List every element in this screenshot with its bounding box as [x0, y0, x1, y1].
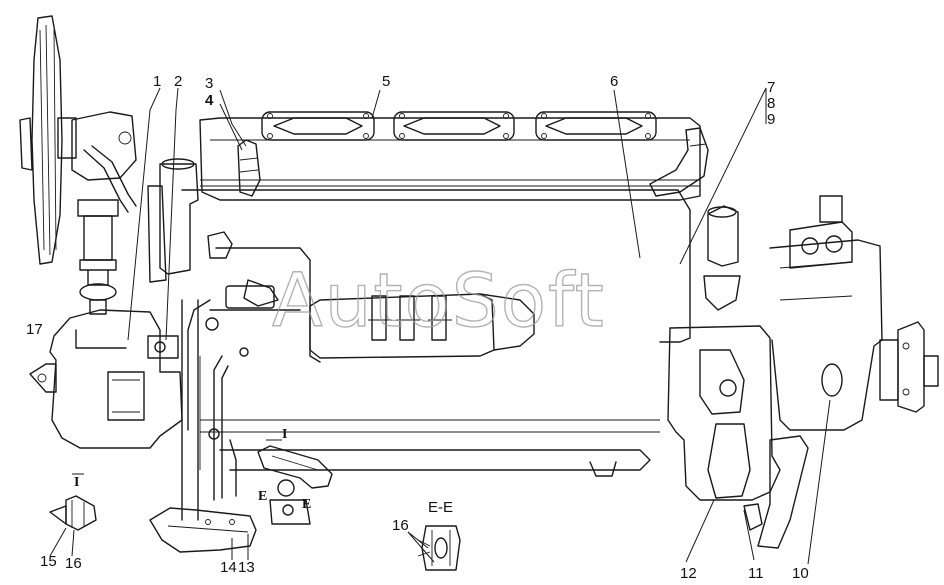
section-ee-title: E-E [428, 499, 453, 516]
callout-7: 7 [767, 79, 775, 96]
drive-shaft [77, 199, 119, 315]
callout-11: 11 [748, 565, 764, 582]
section-marks: I I E E E-E [74, 427, 453, 516]
exhaust-pipe-right [743, 435, 809, 549]
callout-6: 6 [610, 73, 618, 90]
callout-12: 12 [680, 565, 697, 582]
autosoft-watermark: AutoSoft [272, 258, 606, 344]
output-flange [879, 321, 939, 413]
coolant-elbow-right [649, 127, 709, 197]
fan-hub-housing [71, 111, 137, 213]
left-gearbox [29, 309, 183, 449]
callout-10: 10 [792, 565, 809, 582]
fuel-lines [187, 247, 321, 501]
callout-9: 9 [767, 111, 775, 128]
callout-16-section: 16 [392, 517, 409, 534]
oil-filler-neck [703, 205, 741, 311]
fan-pulley [19, 15, 77, 265]
callout-1: 1 [153, 73, 161, 90]
detail-i-fitting [49, 495, 97, 531]
section-ee-detail [417, 525, 461, 571]
callout-8: 8 [767, 95, 775, 112]
callout-2: 2 [174, 73, 182, 90]
callout-14: 14 [220, 559, 237, 576]
leader-lines [49, 87, 831, 565]
oil-filter-housing [147, 158, 199, 283]
engine-block [181, 117, 701, 521]
sensor-unit-center [205, 231, 249, 440]
callout-16-detail: 16 [65, 555, 82, 572]
callout-13: 13 [238, 559, 255, 576]
callout-4: 4 [205, 92, 214, 109]
section-e-mark-right: E [302, 497, 311, 512]
view-i-fitting [257, 445, 333, 525]
view-i-mark: I [282, 427, 287, 442]
transmission-housing [667, 195, 883, 501]
callout-15: 15 [40, 553, 57, 570]
coolant-pipe-left [237, 139, 261, 197]
callout-5: 5 [382, 73, 390, 90]
fuel-pump [225, 279, 535, 359]
callout-17: 17 [26, 321, 43, 338]
section-e-mark-left: E [258, 489, 267, 504]
detail-i-mark: I [74, 475, 79, 490]
callout-numbers: 1 2 3 4 5 6 7 8 9 10 11 12 13 14 15 16 1… [26, 73, 809, 582]
callout-3: 3 [205, 75, 213, 92]
oil-drain-elbow [149, 507, 257, 553]
valve-covers [261, 111, 657, 141]
